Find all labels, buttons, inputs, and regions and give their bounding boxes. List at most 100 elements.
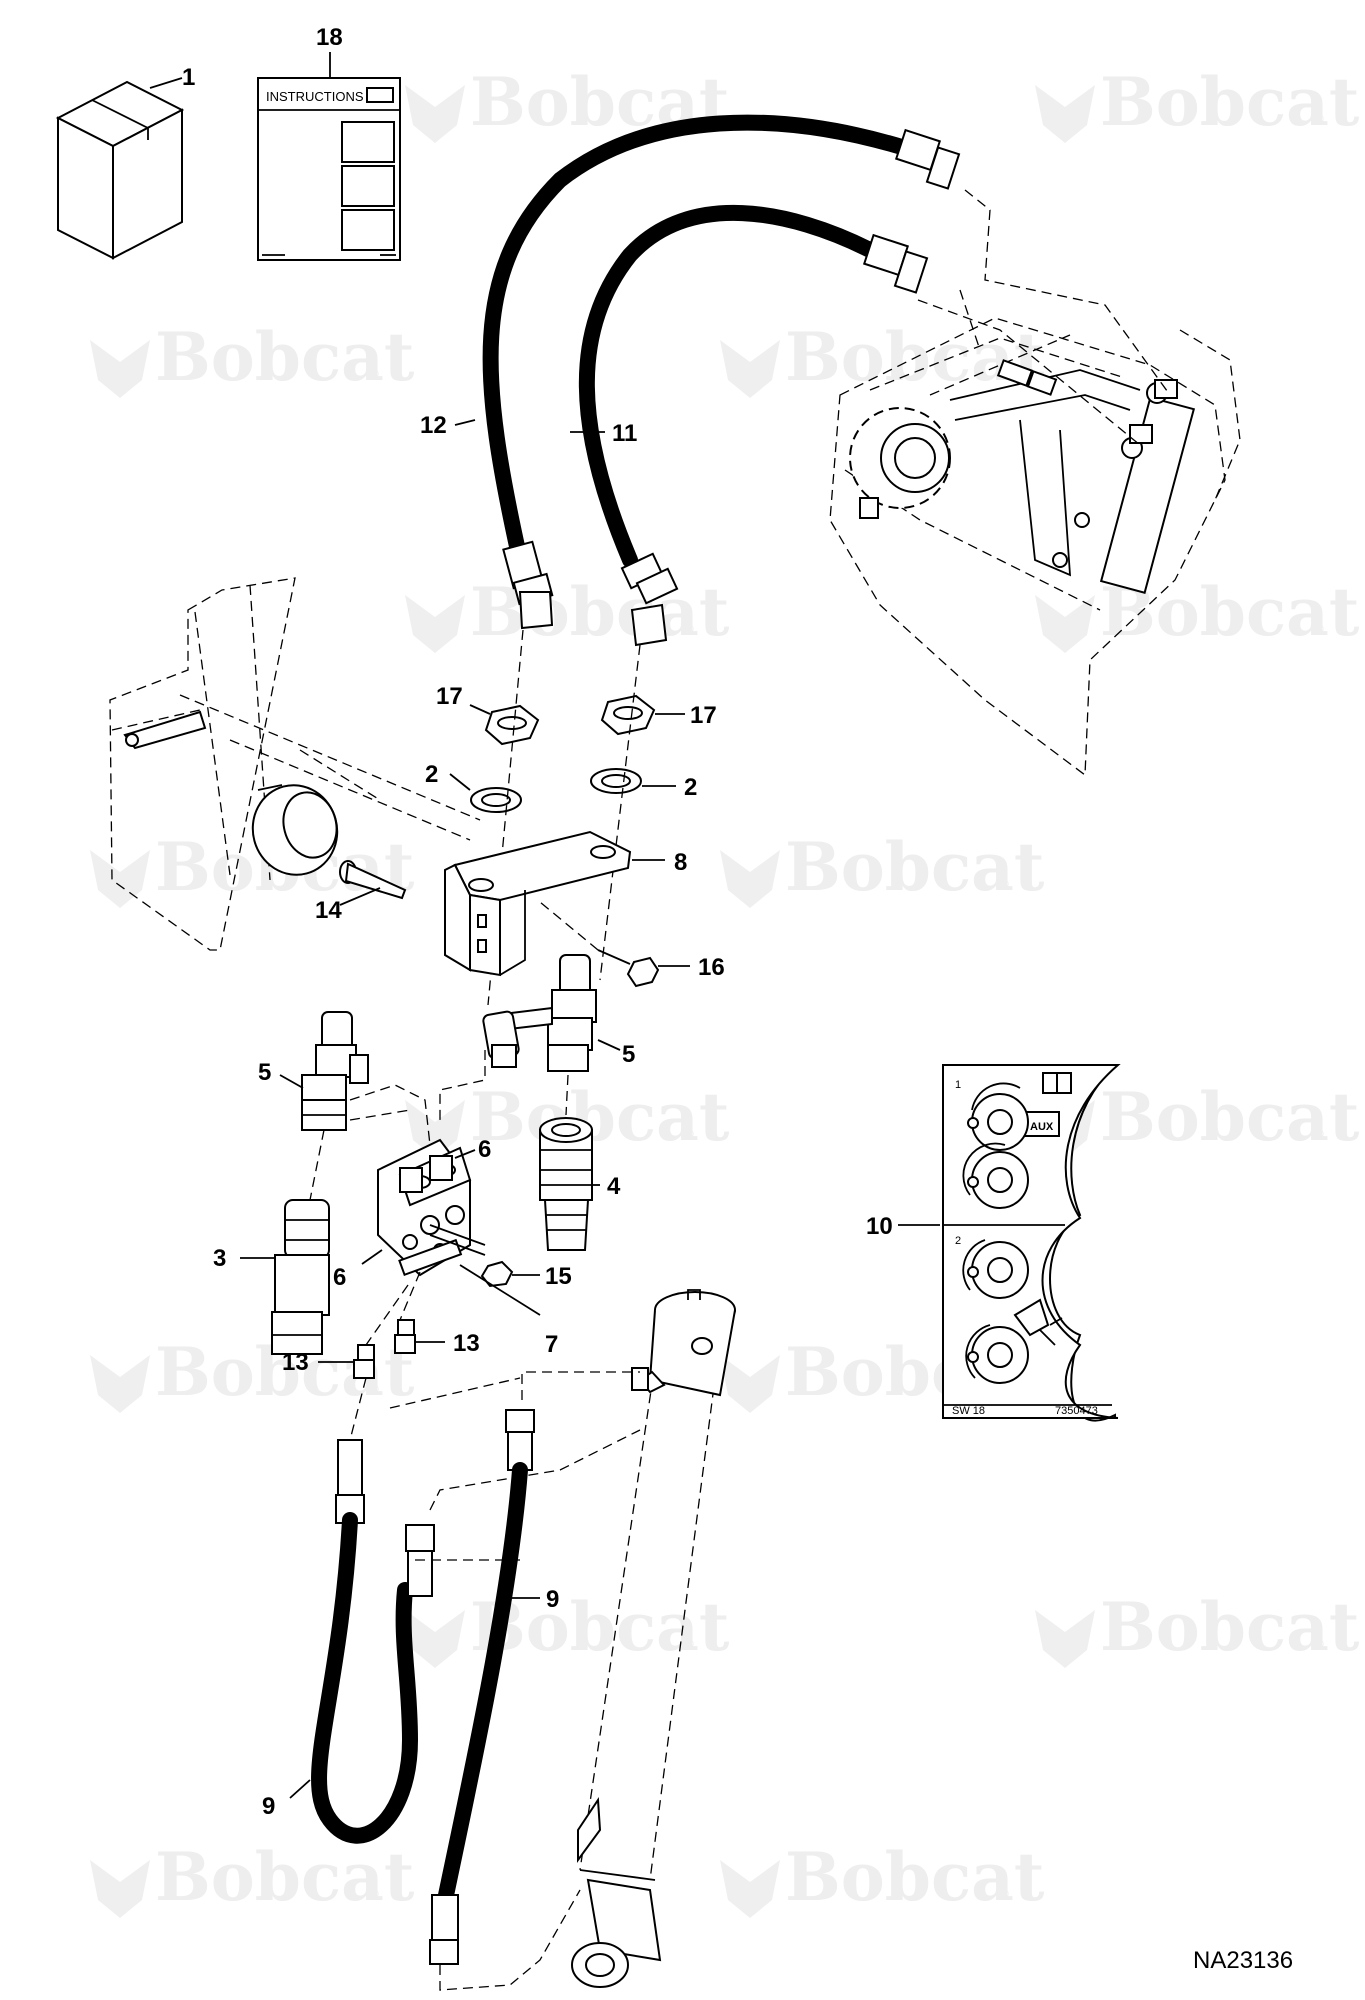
book-icon xyxy=(1042,1072,1072,1094)
callout-2-right: 2 xyxy=(684,774,697,801)
part-cap-screw xyxy=(539,901,660,988)
svg-text:®: ® xyxy=(685,1127,694,1141)
instructions-title: INSTRUCTIONS xyxy=(266,89,364,104)
part-jam-nut-left xyxy=(484,704,540,746)
callout-14: 14 xyxy=(315,897,342,924)
svg-text:®: ® xyxy=(370,1887,379,1901)
svg-text:Bobcat: Bobcat xyxy=(155,318,415,396)
watermark-layer: Bobcat ® Bobcat ® Bobcat ® Bobcat ® Bobc… xyxy=(90,63,1360,1918)
callout-17-right: 17 xyxy=(690,702,717,729)
callout-1: 1 xyxy=(182,64,195,91)
svg-text:Bobcat: Bobcat xyxy=(1100,63,1360,141)
part-quick-coupler-female xyxy=(539,1117,593,1251)
watermark: Bobcat ® xyxy=(1035,63,1360,143)
callout-8: 8 xyxy=(674,849,687,876)
callout-3: 3 xyxy=(213,1245,226,1272)
svg-text:AUX: AUX xyxy=(1030,1121,1054,1133)
watermark: Bobcat ® xyxy=(90,828,415,908)
svg-text:®: ® xyxy=(1000,1887,1009,1901)
hose-11 xyxy=(578,204,929,647)
watermark: Bobcat ® xyxy=(90,318,415,398)
decal-step-1: 1 xyxy=(955,1079,961,1091)
bucket-tilt-icon xyxy=(1013,1298,1063,1346)
watermark: Bobcat ® xyxy=(720,1838,1045,1918)
watermark: Bobcat ® xyxy=(405,1078,730,1158)
loader-arm-assembly xyxy=(829,289,1241,777)
callout-labels: 1 18 12 11 17 17 2 2 8 14 16 5 5 6 6 4 3 xyxy=(149,24,940,1820)
decal-control-pattern: 1 2 AUX xyxy=(942,1064,1121,1422)
callout-5-right: 5 xyxy=(622,1041,635,1068)
aux-icon: AUX xyxy=(1024,1111,1060,1137)
callout-4: 4 xyxy=(607,1173,621,1200)
callout-13-right: 13 xyxy=(453,1330,480,1357)
hose-12 xyxy=(482,114,961,630)
svg-text:®: ® xyxy=(1000,877,1009,891)
callout-2-left: 2 xyxy=(425,761,438,788)
part-bolt xyxy=(339,860,407,900)
callout-11: 11 xyxy=(612,420,637,447)
svg-text:®: ® xyxy=(685,1637,694,1651)
left-frame-bracket xyxy=(109,577,481,951)
callout-10: 10 xyxy=(866,1213,893,1240)
callout-16: 16 xyxy=(698,954,725,981)
joystick-rotate-icon xyxy=(962,1142,1029,1209)
svg-text:Bobcat: Bobcat xyxy=(470,573,730,651)
svg-text:®: ® xyxy=(370,1382,379,1396)
svg-text:®: ® xyxy=(685,622,694,636)
part-mounting-bracket xyxy=(444,830,632,977)
part-adapter-fitting-left xyxy=(353,1344,375,1379)
svg-text:Bobcat: Bobcat xyxy=(1100,1588,1360,1666)
decal-footer-left: SW 18 xyxy=(952,1405,985,1417)
part-washer-left xyxy=(470,787,522,813)
callout-18: 18 xyxy=(316,24,343,51)
svg-text:Bobcat: Bobcat xyxy=(785,828,1045,906)
callout-6-upper: 6 xyxy=(478,1136,491,1163)
part-box xyxy=(55,80,185,260)
svg-text:Bobcat: Bobcat xyxy=(1100,1078,1360,1156)
callout-5-left: 5 xyxy=(258,1059,271,1086)
callout-12: 12 xyxy=(420,412,447,439)
callout-6-lower: 6 xyxy=(333,1264,346,1291)
joystick-rotate-icon xyxy=(962,1239,1029,1299)
decal-step-2: 2 xyxy=(955,1235,961,1247)
part-jam-nut-right xyxy=(600,694,656,736)
svg-text:®: ® xyxy=(1315,112,1324,126)
joystick-rotate-icon xyxy=(965,1324,1029,1384)
svg-text:®: ® xyxy=(1315,622,1324,636)
hose-9-right xyxy=(429,1409,535,1965)
watermark: Bobcat ® xyxy=(405,573,730,653)
callout-9-left: 9 xyxy=(262,1793,275,1820)
leader-dashed xyxy=(917,299,1141,446)
joystick-rotate-icon xyxy=(967,1082,1029,1151)
leader-dashed xyxy=(964,189,1171,396)
callout-7: 7 xyxy=(545,1331,558,1358)
part-instructions-sheet: INSTRUCTIONS xyxy=(257,77,401,261)
svg-text:Bobcat: Bobcat xyxy=(785,1838,1045,1916)
watermark: Bobcat ® xyxy=(720,828,1045,908)
watermark: Bobcat ® xyxy=(1035,573,1360,653)
svg-text:®: ® xyxy=(1315,1637,1324,1651)
part-quick-coupler-male xyxy=(271,1199,330,1355)
part-tee-fitting-right xyxy=(482,954,597,1072)
part-adapter-fitting-right xyxy=(394,1319,416,1354)
watermark: Bobcat ® xyxy=(1035,1588,1360,1668)
part-nut xyxy=(480,1260,514,1288)
figure-id: NA23136 xyxy=(1193,1947,1293,1974)
svg-text:Bobcat: Bobcat xyxy=(470,1078,730,1156)
callout-9-right: 9 xyxy=(546,1586,559,1613)
part-valve-block xyxy=(377,1138,486,1277)
watermark: Bobcat ® xyxy=(405,1588,730,1668)
part-tee-fitting-left xyxy=(301,1011,369,1131)
svg-text:®: ® xyxy=(370,367,379,381)
callout-13-left: 13 xyxy=(282,1349,309,1376)
watermark: Bobcat ® xyxy=(720,318,1045,398)
svg-text:Bobcat: Bobcat xyxy=(155,1838,415,1916)
svg-text:Bobcat: Bobcat xyxy=(785,318,1045,396)
part-washer-right xyxy=(590,768,642,794)
callout-17-left: 17 xyxy=(436,683,463,710)
svg-text:®: ® xyxy=(1315,1127,1324,1141)
decal-footer-right: 7350473 xyxy=(1055,1405,1098,1417)
callout-15: 15 xyxy=(545,1263,572,1290)
